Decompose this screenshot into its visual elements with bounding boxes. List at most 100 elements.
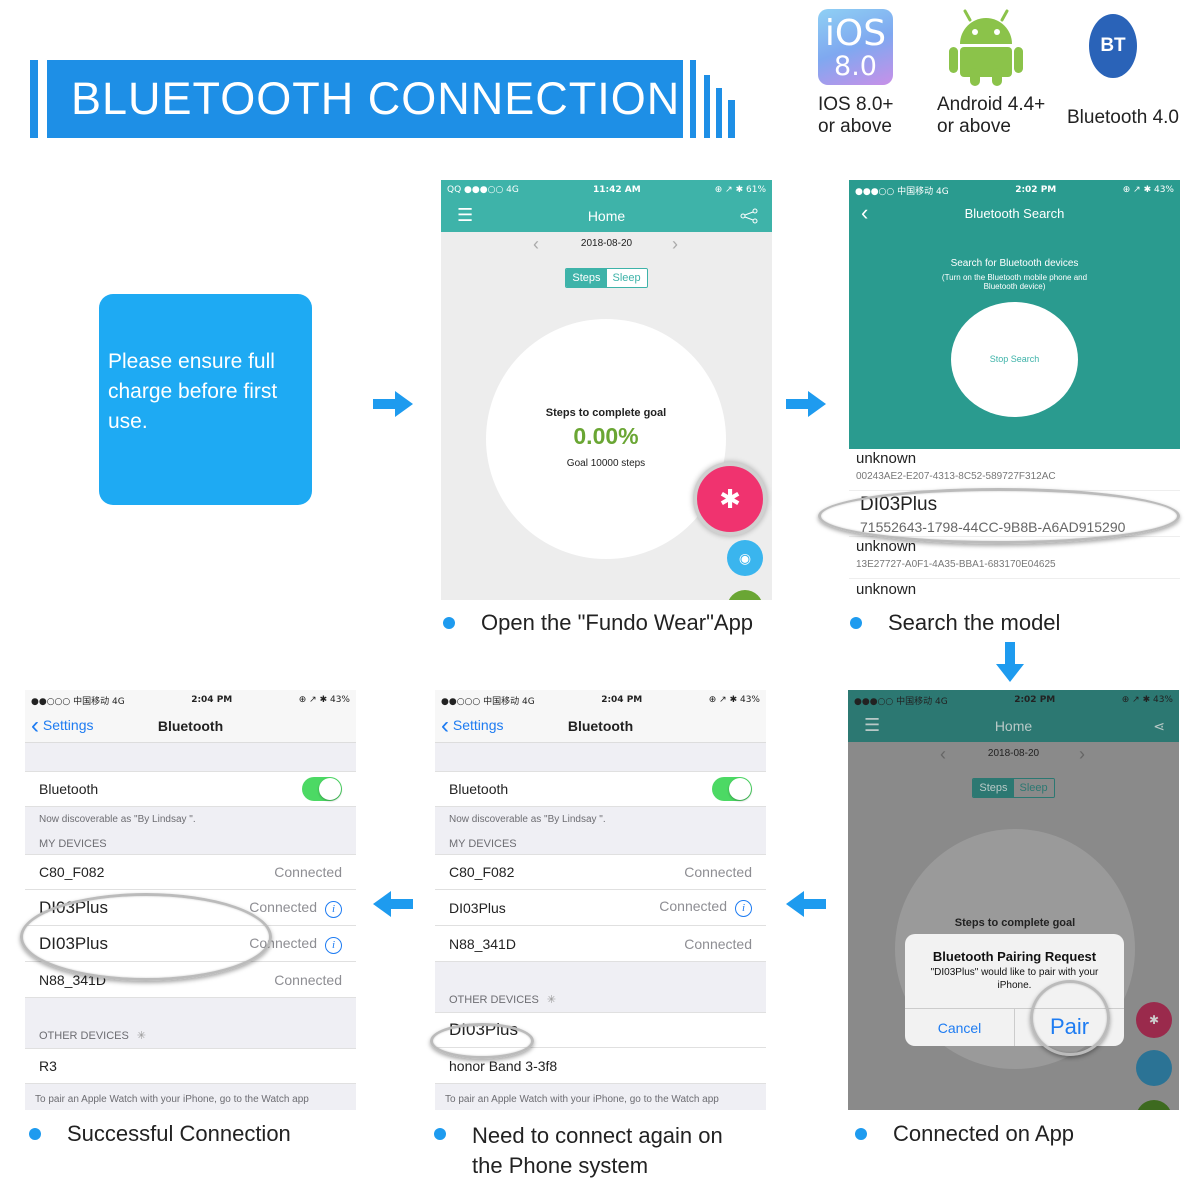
arrow-right-icon: [373, 391, 413, 417]
goal-label: Steps to complete goal: [545, 407, 667, 419]
android-requirement: Android 4.4+ or above: [937, 94, 1046, 137]
list-item[interactable]: unknown: [856, 581, 917, 598]
arrow-right-icon: [786, 391, 826, 417]
tab-sleep[interactable]: Sleep: [1013, 779, 1054, 797]
banner-stripe-1: [690, 60, 696, 138]
banner-stripe-left: [30, 60, 38, 138]
highlight-ellipse: [430, 1023, 534, 1059]
bluetooth-toggle-row: Bluetooth: [25, 771, 356, 807]
menu-icon[interactable]: ☰: [457, 205, 474, 225]
extra-button[interactable]: [727, 590, 763, 600]
list-item[interactable]: R3: [25, 1048, 356, 1084]
arrow-left-icon: [373, 891, 413, 917]
watch-button[interactable]: [1136, 1050, 1172, 1086]
info-icon[interactable]: i: [325, 937, 342, 954]
back-button[interactable]: ‹ Settings: [441, 712, 504, 739]
caption-connected-app: Connected on App: [855, 1121, 1074, 1147]
date-label: 2018-08-20: [580, 238, 633, 249]
screen-title: Bluetooth: [567, 718, 634, 734]
banner-stripe-2: [704, 75, 710, 138]
bluetooth-button[interactable]: ✱: [693, 462, 767, 536]
date-label: 2018-08-20: [987, 748, 1040, 759]
highlight-circle: [1030, 980, 1110, 1056]
banner-stripe-3: [716, 88, 722, 138]
screen-title: Home: [994, 718, 1033, 734]
tab-sleep[interactable]: Sleep: [606, 269, 647, 287]
caption-search-model: Search the model: [850, 610, 1060, 636]
bluetooth-toggle[interactable]: [712, 777, 752, 801]
page-title: BLUETOOTH CONNECTION: [47, 60, 683, 138]
info-icon[interactable]: i: [735, 900, 752, 917]
share-icon[interactable]: ⋖: [1153, 718, 1165, 734]
bluetooth-button[interactable]: ✱: [1136, 1002, 1172, 1038]
back-icon: ‹: [31, 712, 39, 739]
caption-open-app: Open the "Fundo Wear"App: [443, 610, 753, 636]
search-subtitle: (Turn on the Bluetooth mobile phone and …: [941, 273, 1088, 291]
banner-stripe-4: [728, 100, 735, 138]
android-icon: [949, 9, 1023, 86]
dialog-title: Bluetooth Pairing Request: [932, 949, 1097, 964]
back-button[interactable]: ‹ Settings: [31, 712, 94, 739]
bluetooth-badge-icon: BT: [1089, 14, 1137, 78]
bullet-dot: [850, 617, 862, 629]
watch-icon: ◉: [738, 550, 752, 566]
next-date-icon[interactable]: ›: [1079, 744, 1085, 764]
arrow-down-icon: [996, 642, 1024, 682]
arrow-left-icon: [786, 891, 826, 917]
menu-icon[interactable]: ☰: [864, 715, 881, 735]
list-item[interactable]: unknown 13E27727-A0F1-4A35-BBA1-683170E0…: [849, 537, 1180, 579]
bluetooth-toggle[interactable]: [302, 777, 342, 801]
next-date-icon[interactable]: ›: [672, 234, 678, 254]
caption-success: Successful Connection: [29, 1121, 291, 1147]
prev-date-icon[interactable]: ‹: [940, 744, 946, 764]
back-icon: ‹: [441, 712, 449, 739]
extra-button[interactable]: [1136, 1100, 1172, 1110]
cancel-button[interactable]: Cancel: [905, 1009, 1015, 1046]
bullet-dot: [855, 1128, 867, 1140]
goal-percent: 0.00%: [573, 423, 639, 449]
bullet-dot: [29, 1128, 41, 1140]
share-icon[interactable]: [740, 208, 758, 224]
highlight-ellipse: [818, 488, 1180, 544]
bluetooth-icon: ✱: [719, 484, 741, 514]
discoverable-text: Now discoverable as "By Lindsay ".: [39, 814, 196, 825]
ios-requirement: IOS 8.0+ or above: [818, 94, 894, 137]
spinner-icon: ✳: [546, 994, 557, 1006]
tab-steps[interactable]: Steps: [973, 779, 1014, 797]
section-my-devices: MY DEVICES: [449, 838, 517, 850]
info-icon[interactable]: i: [325, 901, 342, 918]
ios-icon: iOS 8.0: [818, 9, 893, 85]
back-icon[interactable]: ‹: [861, 200, 869, 225]
tab-steps[interactable]: Steps: [566, 269, 607, 287]
list-item[interactable]: unknown 00243AE2-E207-4313-8C52-589727F3…: [849, 449, 1180, 491]
footer-text: To pair an Apple Watch with your iPhone,…: [445, 1094, 719, 1105]
bullet-dot: [434, 1128, 446, 1140]
watch-button[interactable]: ◉: [727, 540, 763, 576]
goal-steps: Goal 10000 steps: [566, 458, 646, 469]
discoverable-text: Now discoverable as "By Lindsay ".: [449, 814, 606, 825]
footer-text: To pair an Apple Watch with your iPhone,…: [35, 1094, 309, 1105]
screen-title: Bluetooth: [157, 718, 224, 734]
goal-ring: Steps to complete goal 0.00% Goal 10000 …: [486, 319, 726, 559]
search-title: Search for Bluetooth devices: [950, 258, 1079, 269]
dialog-message: "DI03Plus" would like to pair with your …: [930, 967, 1099, 991]
stop-search-button[interactable]: Stop Search: [951, 302, 1078, 417]
bluetooth-toggle-row: Bluetooth: [435, 771, 766, 807]
bullet-dot: [443, 617, 455, 629]
spinner-icon: ✳: [136, 1030, 147, 1042]
screen-title: Home: [587, 208, 626, 224]
prev-date-icon[interactable]: ‹: [533, 234, 539, 254]
